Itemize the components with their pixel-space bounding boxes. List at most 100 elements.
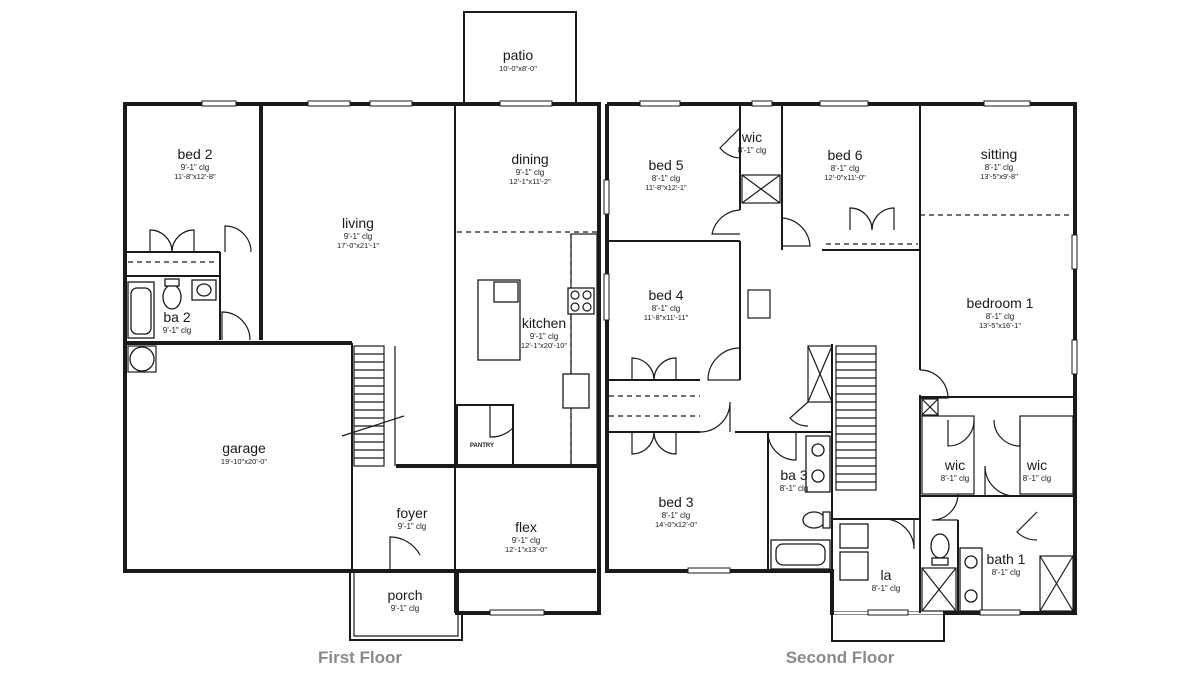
window-bed5 (639, 100, 681, 107)
window-bedroom1-a (1071, 234, 1078, 270)
door-bed6 (781, 217, 811, 247)
room-name-patio: patio (503, 47, 534, 63)
door-bedroom1 (919, 369, 949, 399)
closet-door-bed2-a (149, 229, 173, 253)
chase-master (921, 398, 939, 416)
wic-chase-x2 (741, 174, 781, 204)
door-bed3 (699, 401, 731, 433)
room-ceil-flex: 9'-1" clg (512, 536, 540, 545)
room-name-wic-right: wic (1026, 457, 1047, 473)
pantry-box (456, 404, 514, 467)
room-name-garage: garage (222, 440, 266, 456)
door-ba3 (767, 431, 797, 461)
second-floor: bed 5 8'-1" clg 11'-8"x12'-1" wic 8'-1" … (603, 100, 1078, 667)
linen-closet (807, 345, 833, 403)
linen-x2 (807, 345, 833, 403)
shower-bath1 (921, 567, 957, 612)
door-wic-right (993, 419, 1021, 447)
sink-ba3-1 (811, 443, 825, 457)
door-pantry (489, 405, 514, 438)
sink-bath1-2 (964, 589, 978, 603)
room-name-wic-top: wic (741, 129, 762, 145)
room-ceil-bath1: 8'-1" clg (992, 568, 1020, 577)
door-wic-top (719, 127, 741, 159)
stairs-second (835, 345, 877, 491)
closet-door-bed4-b (653, 357, 677, 381)
stairs-first (353, 345, 385, 467)
chase-master-x2 (921, 398, 939, 416)
room-name-bath1: bath 1 (987, 551, 1026, 567)
window-flex (489, 609, 545, 616)
room-size-living: 17'-0"x21'-1" (337, 241, 379, 250)
room-size-bed3: 14'-0"x12'-0" (655, 520, 697, 529)
room-size-flex: 12'-1"x13'-0" (505, 545, 547, 554)
room-ceil-wic-top: 8'-1" clg (738, 146, 766, 155)
porch-inner (353, 572, 459, 637)
room-name-la: la (881, 567, 892, 583)
room-ceil-bed5: 8'-1" clg (652, 174, 680, 183)
room-name-kitchen: kitchen (522, 315, 566, 331)
door-la (883, 518, 915, 550)
door-bath1-wc (931, 493, 959, 521)
attic-access (747, 289, 771, 319)
closet-door-bed6-b (871, 207, 895, 231)
window-bed6 (819, 100, 869, 107)
window-sitting (983, 100, 1031, 107)
room-size-dining: 12'-1"x11'-2" (509, 177, 551, 186)
door-front (389, 536, 421, 571)
room-size-patio: 10'-0"x8'-0" (499, 64, 537, 73)
closet-door-bed4-a (631, 357, 655, 381)
window-bath1 (979, 609, 1021, 616)
room-ceil-bed6: 8'-1" clg (831, 164, 859, 173)
toilet-tank-ba3 (822, 511, 831, 529)
room-name-ba2: ba 2 (163, 309, 190, 325)
washer (839, 523, 869, 549)
room-name-dining: dining (511, 151, 548, 167)
toilet-ba3 (802, 511, 826, 529)
kitchen-island-sink (493, 281, 519, 303)
closet-door-bed2-b (171, 229, 195, 253)
room-ceil-sitting: 8'-1" clg (985, 163, 1013, 172)
tub-bath1-x2 (1039, 555, 1074, 612)
floor-title-first: First Floor (318, 648, 402, 667)
window-living-1 (307, 100, 351, 107)
sink-bath1-1 (964, 555, 978, 569)
room-name-bed2: bed 2 (177, 146, 212, 162)
range-burner-4 (582, 302, 592, 312)
window-la (867, 609, 909, 616)
tub-bath1 (1039, 555, 1074, 612)
room-name-bed3: bed 3 (658, 494, 693, 510)
door-ba2 (221, 311, 251, 341)
room-ceil-ba2: 9'-1" clg (163, 326, 191, 335)
wic-top-chase (741, 174, 781, 204)
water-heater-box (127, 345, 157, 373)
window-bed5-side (603, 179, 610, 215)
closet-door-bed6-a (849, 207, 873, 231)
room-ceil-porch: 9'-1" clg (391, 604, 419, 613)
room-ceil-bed2: 9'-1" clg (181, 163, 209, 172)
room-name-bed4: bed 4 (648, 287, 683, 303)
room-name-bedroom1: bedroom 1 (967, 295, 1034, 311)
shower-x2 (921, 567, 957, 612)
window-bed2 (201, 100, 237, 107)
room-ceil-bed3: 8'-1" clg (662, 511, 690, 520)
room-ceil-la: 8'-1" clg (872, 584, 900, 593)
room-ceil-wic-left: 8'-1" clg (941, 474, 969, 483)
water-heater (129, 346, 155, 372)
room-size-bed4: 11'-8"x11'-11" (644, 313, 689, 322)
porch-outline (349, 572, 463, 641)
la-bump (831, 612, 945, 642)
room-ceil-ba3: 8'-1" clg (780, 484, 808, 493)
room-ceil-foyer: 9'-1" clg (398, 522, 426, 531)
room-name-foyer: foyer (396, 505, 427, 521)
window-wic (751, 100, 773, 107)
toilet-bath1 (930, 533, 950, 559)
tub-ba2-inner (130, 287, 152, 335)
range-burner-2 (582, 290, 592, 300)
sink-bowl-ba2 (196, 283, 212, 297)
wic-right-shelf (1019, 415, 1074, 495)
room-name-sitting: sitting (981, 146, 1018, 162)
kitchen-sink (562, 373, 590, 409)
room-ceil-dining: 9'-1" clg (516, 168, 544, 177)
